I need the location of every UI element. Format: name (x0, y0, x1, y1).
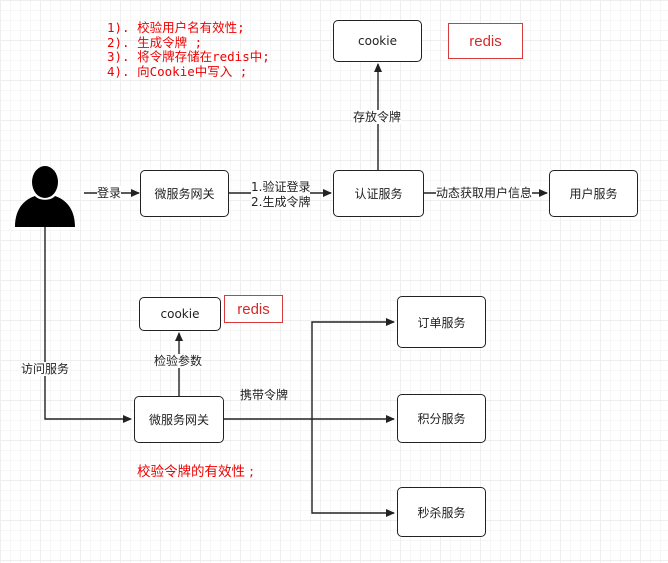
steps-note-item: 2). 生成令牌 ; (107, 34, 203, 50)
user-icon (15, 166, 75, 227)
edge-branch-to-seckill (311, 419, 395, 517)
user-service-node: 用户服务 (549, 170, 638, 217)
gateway-top-node: 微服务网关 (140, 170, 229, 217)
cookie-bottom-node: cookie (139, 297, 221, 331)
gateway-validation-note: 校验令牌的有效性 ; (137, 464, 254, 480)
seckill-service-node: 秒杀服务 (397, 487, 486, 537)
cookie-top-node: cookie (333, 20, 422, 62)
edge-label-visit-service: 访问服务 (21, 362, 70, 376)
edge-label-store-token: 存放令牌 (353, 110, 402, 124)
redis-top-badge: redis (448, 23, 523, 59)
steps-note-list: 1). 校验用户名有效性; 2). 生成令牌 ; 3). 将令牌存储在redis… (107, 20, 270, 79)
edge-label-login: 登录 (97, 186, 122, 200)
order-service-node: 订单服务 (397, 296, 486, 348)
redis-bottom-badge: redis (224, 295, 283, 323)
edge-label-dynamic-get-user: 动态获取用户信息 (436, 186, 533, 200)
steps-note-item: 3). 将令牌存储在redis中; (107, 49, 270, 64)
edge-branch-to-order (311, 318, 395, 419)
edge-label-verify-login: 1.验证登录 (251, 180, 311, 194)
edge-label-generate-token: 2.生成令牌 (251, 195, 311, 209)
steps-note-item: 1). 校验用户名有效性; (107, 20, 245, 35)
points-service-node: 积分服务 (397, 394, 486, 443)
edge-label-check-params: 检验参数 (154, 354, 203, 368)
edge-user-to-bottom-gateway (44, 226, 132, 423)
gateway-bottom-node: 微服务网关 (134, 396, 224, 443)
steps-note-item: 4). 向Cookie中写入 ; (107, 63, 248, 79)
edge-label-carry-token: 携带令牌 (240, 388, 289, 402)
auth-service-node: 认证服务 (333, 170, 424, 217)
